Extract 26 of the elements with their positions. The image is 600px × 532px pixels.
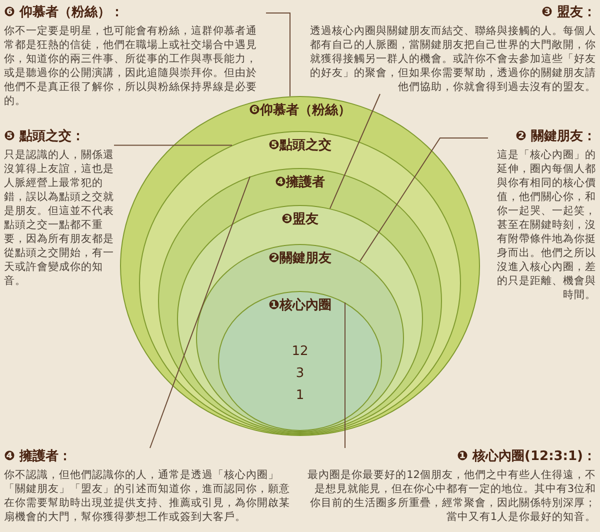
callout-text: 只是認識的人，關係還沒算得上友誼，這也是人脈經營上最常犯的錯，誤以為點頭之交就是朋友。但這並不代表點頭之交一點都不重要，因為所有朋友都是從點頭之交開始，有一天或許會變成你的知音。 <box>4 148 114 288</box>
circle-label: ❷關鍵朋友 <box>268 251 332 267</box>
leader-line <box>114 144 232 146</box>
circle-label: ❺點頭之交 <box>268 138 332 154</box>
callout-text: 透過核心內圈與關鍵朋友而結交、聯絡與接觸的人。每個人都有自己的人脈圈，當關鍵朋友把自己世界的大門敞開，你就獲得接觸另一群人的機會。或許你不會去參加這些「好友的好友」的聚會，但如果你需要幫助，透過你的關鍵朋友請他們協助，你就會得到過去沒有的盟友。 <box>310 24 596 94</box>
callout-heading: ❻ 仰慕者（粉絲）： <box>4 4 124 22</box>
circle-label: ❻仰慕者（粉絲） <box>248 103 351 119</box>
leader-line <box>266 12 290 97</box>
count-label: 3 <box>296 366 304 382</box>
leader-line <box>150 176 250 448</box>
callout-heading: ❶ 核心內圈(12:3:1)： <box>457 448 596 466</box>
circle-label: ❹擁護者 <box>274 175 325 191</box>
leader-line <box>344 302 346 448</box>
callout-heading: ❷ 關鍵朋友： <box>515 128 596 146</box>
count-label: 1 <box>296 388 304 404</box>
callout-heading: ❺ 點頭之交： <box>4 128 85 146</box>
callout-text: 這是「核心內圈」的延伸，圈內每個人都與你有相同的核心價值，他們關心你，和你一起哭、一起笑，甚至在關鍵時刻，沒有附帶條件地為你挺身而出。他們之所以沒進入核心內圈，差的只是距離、機會與時間。 <box>496 148 596 302</box>
circle-label: ❸盟友 <box>281 212 318 228</box>
leader-line <box>360 138 488 262</box>
callout-heading: ❹ 擁護者： <box>4 448 72 466</box>
count-label: 12 <box>292 344 308 360</box>
callout-text: 最內圈是你最要好的12個朋友，他們之中有些人住得遠，不是想見就能見，但在你心中都有一定的地位。其中有3位和你目前的生活圈多所重疊，經常聚會，因此關係特別深厚；當中又有1人是你最好的知音。 <box>306 468 596 524</box>
circle-label: ❶核心內圈 <box>268 298 332 314</box>
callout-heading: ❸ 盟友： <box>541 4 596 22</box>
callout-text: 你不認識，但他們認識你的人，通常是透過「核心內圈」「關鍵朋友」「盟友」的引述而知道你，進而認同你，願意在你需要幫助時出現並提供支持、推薦或引見，為你開啟某扇機會的大門，幫你獲得夢想工作或簽到大客戶。 <box>4 468 291 524</box>
leader-line <box>330 94 380 209</box>
